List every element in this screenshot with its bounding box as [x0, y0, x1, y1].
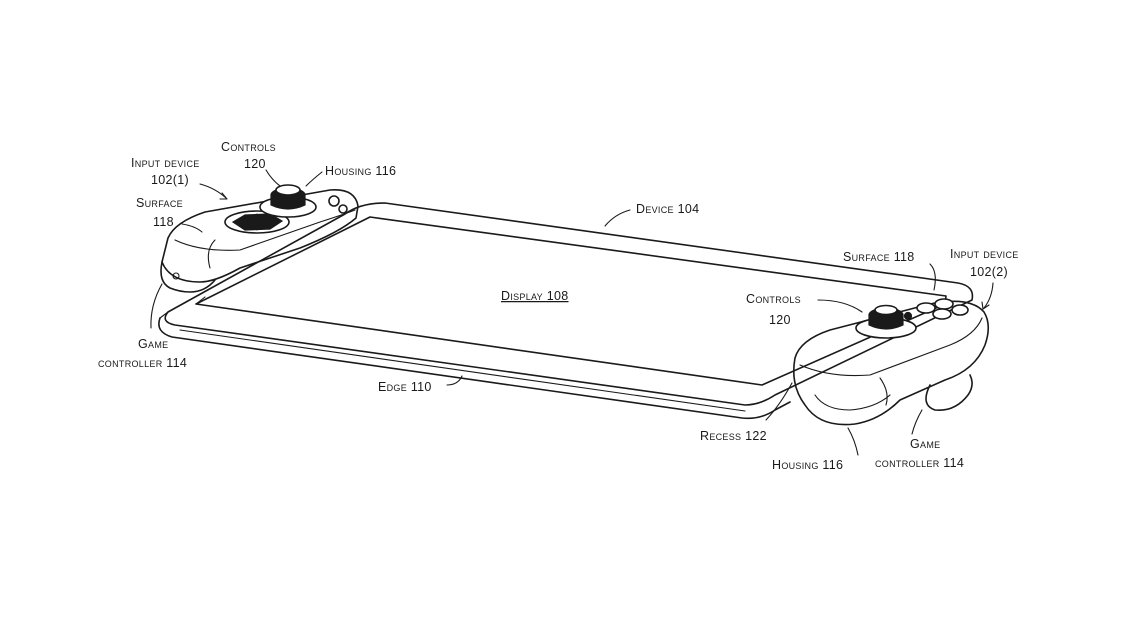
- labels: Controls 120 Input device 102(1) Housing…: [98, 140, 1019, 472]
- edge-label: Edge 110: [378, 380, 432, 394]
- display-108: [195, 216, 947, 386]
- controls-num-right: 120: [769, 313, 791, 327]
- device-label: Device 104: [636, 202, 699, 216]
- input-device-label-right: Input device: [950, 247, 1019, 261]
- controls-label-right: Controls: [746, 292, 801, 306]
- game-controller-label-right-2: controller 114: [875, 456, 964, 470]
- game-controller-114-right: [792, 298, 990, 426]
- game-controller-label-left: Game: [138, 337, 168, 351]
- housing-label-left: Housing 116: [325, 164, 396, 178]
- leader-lines: [150, 169, 994, 456]
- device-104: [158, 202, 974, 420]
- game-controller-114-left: [160, 184, 359, 293]
- game-controller-label-right: Game: [910, 437, 940, 451]
- input-device-num-right: 102(2): [970, 265, 1008, 279]
- input-device-num-left: 102(1): [151, 173, 189, 187]
- controls-label-left: Controls: [221, 140, 276, 154]
- display-label: Display 108: [501, 289, 569, 303]
- input-device-label-left: Input device: [131, 156, 200, 170]
- controls-num-left: 120: [244, 157, 266, 171]
- housing-label-right: Housing 116: [772, 458, 843, 472]
- recess-label: Recess 122: [700, 429, 767, 443]
- surface-label-left: Surface: [136, 196, 183, 210]
- surface-num-left: 118: [153, 215, 174, 229]
- surface-label-right: Surface 118: [843, 250, 915, 264]
- game-controller-label-left-2: controller 114: [98, 356, 187, 370]
